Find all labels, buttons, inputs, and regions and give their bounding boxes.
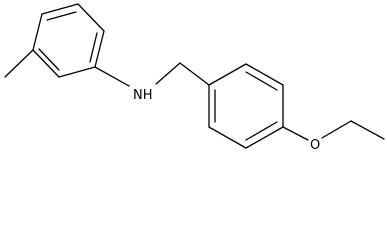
n-aryl-bond (94, 66, 130, 87)
ring1-bond (77, 3, 105, 32)
ring2-bond (245, 126, 284, 149)
ring2-double-bond (245, 121, 278, 141)
ring2-bond (208, 126, 247, 149)
ring1-bond (41, 3, 79, 15)
methylene-aryl-bond (179, 62, 210, 86)
ring1-bond (94, 30, 105, 68)
ring1-double-bond (46, 11, 77, 21)
ring2-double-bond (245, 71, 278, 91)
n-methylene-bond (155, 62, 181, 85)
ring1-double-bond (38, 48, 60, 71)
ring1-bond (32, 13, 43, 51)
nitrogen-atom-label: NH (133, 88, 153, 103)
oxygen-atom-label: O (310, 138, 320, 152)
ring1-double-bond (89, 32, 98, 63)
ring1-bond (32, 49, 60, 78)
methyl-bond (4, 49, 34, 78)
ethyl-bond (350, 120, 385, 140)
ring1-bond (58, 66, 96, 78)
oxygen-ethyl-bond (321, 120, 352, 139)
ring2-bond (208, 63, 247, 86)
right-benzene-ring (208, 63, 284, 149)
ring2-bond (245, 63, 284, 86)
left-benzene-ring (32, 3, 105, 78)
aryl-oxygen-bond (282, 126, 309, 141)
molecule-structure-diagram: NH O (4, 3, 385, 152)
